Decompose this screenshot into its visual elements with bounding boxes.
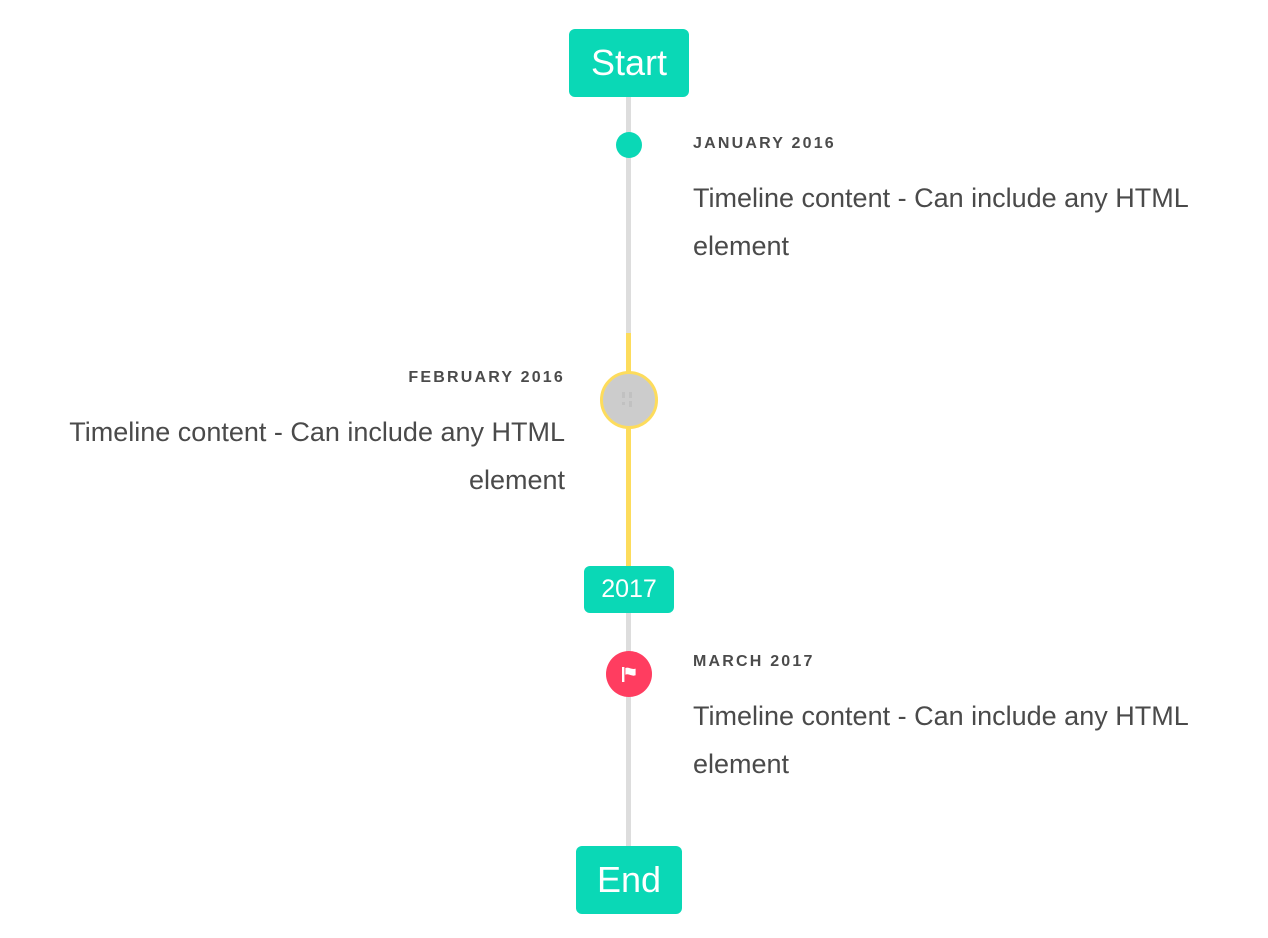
- timeline-entry-march-2017: March 2017 Timeline content - Can includ…: [693, 654, 1223, 788]
- timeline-year-badge[interactable]: 2017: [584, 566, 674, 613]
- timeline-entry-date: March 2017: [693, 653, 815, 670]
- timeline-entry-date: February 2016: [408, 369, 565, 386]
- timeline-line-segment-yellow-upper: [626, 333, 631, 373]
- timeline-entry-content: Timeline content - Can include any HTML …: [693, 701, 1188, 780]
- broken-glyph-icon[interactable]: [600, 371, 658, 429]
- timeline-end-badge[interactable]: End: [576, 846, 682, 914]
- timeline-entry-january-2016: January 2016 Timeline content - Can incl…: [693, 136, 1223, 270]
- timeline-entry-february-2016: February 2016 Timeline content - Can inc…: [35, 370, 565, 504]
- timeline-entry-content: Timeline content - Can include any HTML …: [693, 183, 1188, 262]
- flag-icon[interactable]: [606, 651, 652, 697]
- dot-icon[interactable]: [616, 132, 642, 158]
- timeline-entry-content: Timeline content - Can include any HTML …: [69, 417, 565, 496]
- timeline-entry-date: January 2016: [693, 135, 836, 152]
- timeline-start-badge[interactable]: Start: [569, 29, 689, 97]
- broken-glyph-inner: [621, 392, 637, 408]
- timeline-line-segment-gray-bottom: [626, 613, 631, 849]
- timeline-line-segment-gray-top: [626, 93, 631, 333]
- timeline-line-segment-yellow-lower: [626, 427, 631, 566]
